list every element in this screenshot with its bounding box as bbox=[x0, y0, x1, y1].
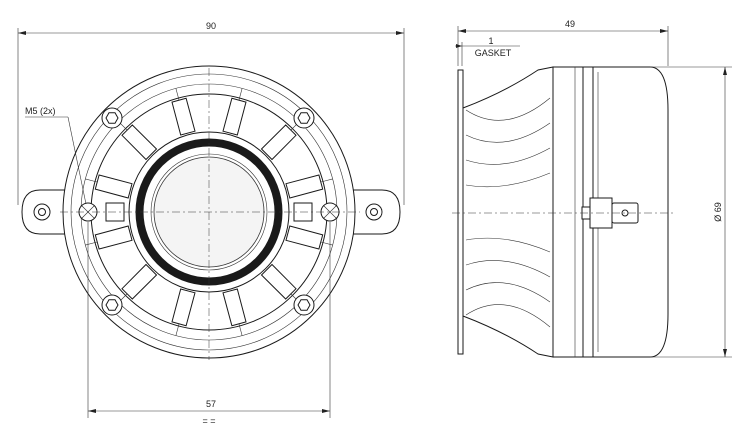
fin-rib bbox=[85, 241, 98, 246]
fin bbox=[171, 288, 196, 327]
fin bbox=[260, 124, 297, 161]
mounting-flange bbox=[21, 189, 401, 235]
fin-rib bbox=[320, 178, 333, 183]
cooling-fins bbox=[85, 88, 333, 336]
screw-top-right bbox=[293, 107, 315, 129]
equal-marks: = = bbox=[202, 416, 215, 426]
fin bbox=[121, 124, 158, 161]
threaded-holes bbox=[78, 202, 340, 222]
fin bbox=[285, 174, 324, 199]
fin-rib bbox=[238, 88, 243, 101]
screw-bottom-left bbox=[101, 294, 123, 316]
fin-rib bbox=[320, 241, 333, 246]
bolt-spacing-value: 57 bbox=[206, 399, 216, 409]
fin-rib bbox=[238, 323, 243, 336]
fin-rib bbox=[85, 178, 98, 183]
width-dimension: 90 bbox=[17, 21, 405, 205]
screw-top-left bbox=[101, 107, 123, 129]
fin bbox=[222, 97, 247, 136]
side-finned-section bbox=[462, 66, 554, 358]
fin bbox=[94, 174, 133, 199]
fin bbox=[222, 288, 247, 327]
diameter-dimension: Ø 69 bbox=[650, 66, 732, 358]
gasket-label: GASKET bbox=[475, 48, 512, 58]
thread-callout: M5 (2x) bbox=[25, 106, 87, 205]
width-dimension-value: 90 bbox=[206, 21, 216, 31]
fin bbox=[285, 225, 324, 250]
fin-rib bbox=[175, 323, 180, 336]
screw-bottom-right bbox=[293, 294, 315, 316]
fin bbox=[94, 225, 133, 250]
fin bbox=[121, 263, 158, 300]
fin-rib bbox=[175, 88, 180, 101]
side-view: 49 1 GASKET bbox=[452, 19, 732, 358]
front-centerlines bbox=[60, 68, 360, 360]
front-view: 90 bbox=[17, 21, 405, 426]
diameter-value: Ø 69 bbox=[713, 202, 723, 222]
thread-callout-text: M5 (2x) bbox=[25, 106, 56, 116]
fin bbox=[171, 97, 196, 136]
gasket-thickness: 1 bbox=[488, 36, 493, 46]
depth-dimension-value: 49 bbox=[565, 19, 575, 29]
fin bbox=[260, 263, 297, 300]
gasket-plate bbox=[457, 69, 464, 355]
screws bbox=[101, 107, 315, 316]
bolt-spacing-dimension: 57 = = bbox=[87, 222, 331, 426]
gasket-callout: 1 GASKET bbox=[455, 36, 520, 66]
